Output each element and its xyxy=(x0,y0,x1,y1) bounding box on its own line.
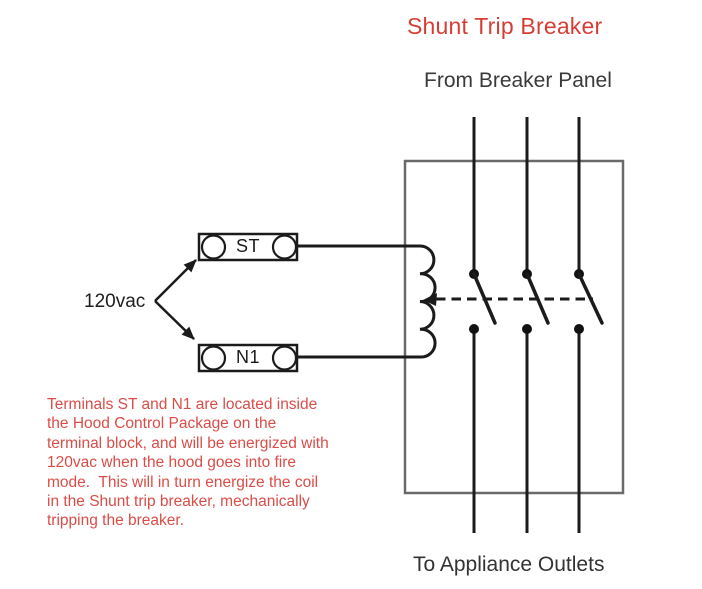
phase-line-3 xyxy=(574,117,604,533)
arrow-to-n1-icon xyxy=(154,300,195,340)
terminal-block-st xyxy=(197,232,299,262)
terminal-n1-label: N1 xyxy=(235,346,260,367)
breaker-enclosure-box xyxy=(403,159,625,495)
contact-dot xyxy=(574,324,584,334)
note-line: mode. This will in turn energize the coi… xyxy=(47,473,319,491)
to-appliance-outlets-label: To Appliance Outlets xyxy=(413,553,605,576)
terminals-note-paragraph: Terminals ST and N1 are located inside t… xyxy=(47,395,387,531)
note-line: the Hood Control Package on the xyxy=(47,415,277,433)
phase-line-1 xyxy=(469,117,497,533)
contact-dot xyxy=(469,324,479,334)
note-line: 120vac when the hood goes into fire xyxy=(47,454,297,472)
voltage-label: 120vac xyxy=(84,291,146,312)
note-line: terminal block, and will be energized wi… xyxy=(47,434,329,452)
from-breaker-panel-label: From Breaker Panel xyxy=(424,69,612,92)
terminal-block-n1 xyxy=(197,343,299,373)
phase-line-2 xyxy=(522,117,550,533)
note-line: Terminals ST and N1 are located inside xyxy=(47,396,318,413)
terminal-screw-icon xyxy=(200,345,227,371)
switch-blade xyxy=(472,272,497,325)
note-line: in the Shunt trip breaker, mechanically xyxy=(47,493,310,511)
switch-blade xyxy=(525,272,550,325)
terminal-screw-icon xyxy=(200,234,227,260)
contact-dot xyxy=(522,324,532,334)
note-line: tripping the breaker. xyxy=(47,512,185,530)
shunt-trip-coil xyxy=(295,244,437,359)
terminal-st-label: ST xyxy=(235,235,260,256)
switch-blade xyxy=(577,272,604,325)
arrow-to-st-icon xyxy=(154,259,197,302)
diagram-title: Shunt Trip Breaker xyxy=(407,13,603,39)
terminal-screw-icon xyxy=(271,345,298,371)
terminal-screw-icon xyxy=(271,234,298,260)
